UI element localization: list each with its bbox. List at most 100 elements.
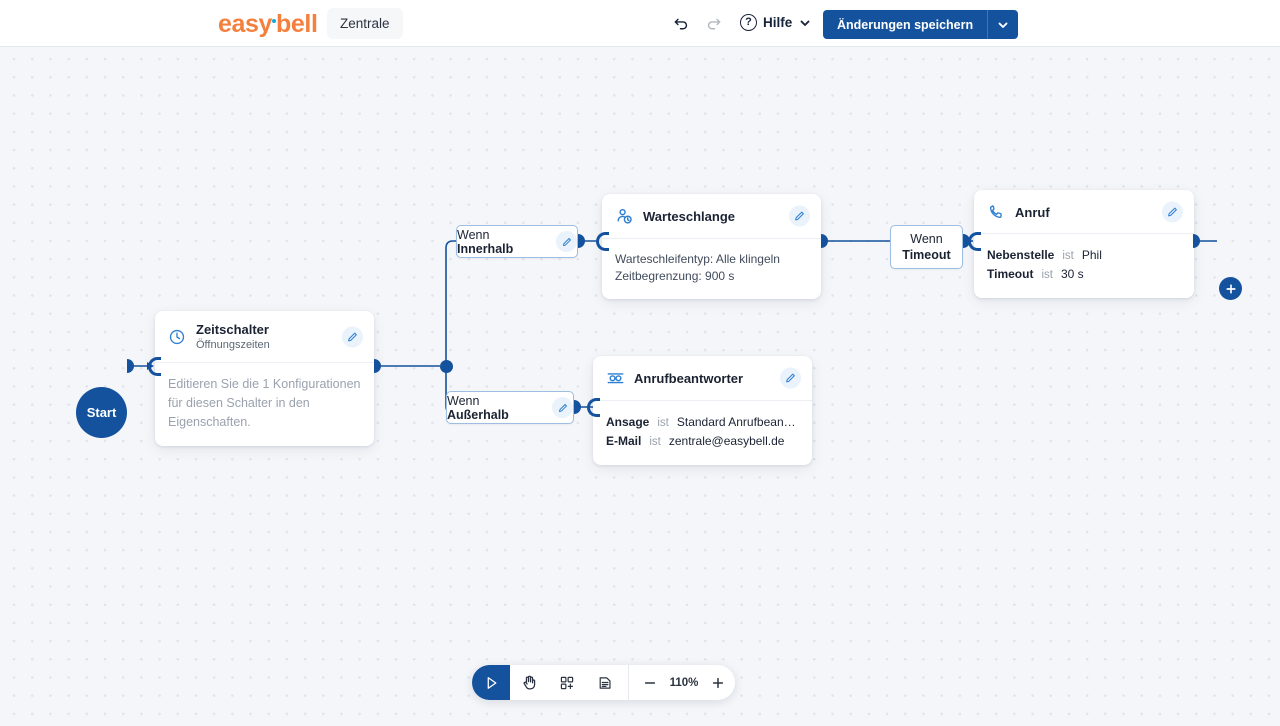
node-wenn-ausserhalb-output-handle[interactable] (574, 400, 581, 414)
node-wenn-innerhalb-output-handle[interactable] (578, 234, 585, 248)
node-anrufbeantworter-input-handle[interactable] (587, 398, 600, 417)
property-key: Timeout (987, 267, 1034, 281)
node-warteschlange-output-handle[interactable] (821, 234, 828, 248)
node-warteschlange[interactable]: Warteschlange Warteschleifentyp: Alle kl… (602, 194, 821, 299)
node-zeitschalter-body: Editieren Sie die 1 Konfigurationen für … (155, 363, 374, 446)
add-block-tool[interactable] (548, 665, 586, 700)
node-wenn-timeout-label: Timeout (902, 248, 951, 262)
node-zeitschalter-edit-button[interactable] (342, 326, 363, 347)
cursor-icon (487, 676, 497, 689)
property-key: E-Mail (606, 434, 642, 448)
zoom-out-button[interactable] (633, 665, 667, 700)
phone-icon (987, 203, 1006, 221)
property-row: Timeout ist 30 s (987, 265, 1181, 284)
save-options-dropdown-button[interactable] (987, 10, 1019, 39)
node-anruf-output-handle[interactable] (1193, 234, 1200, 248)
undo-icon[interactable] (669, 13, 691, 35)
context-chip-label: Zentrale (340, 16, 390, 31)
node-anrufbeantworter-edit-button[interactable] (780, 367, 801, 389)
node-anrufbeantworter-title: Anrufbeantworter (634, 371, 744, 386)
node-wenn-innerhalb-edit-button[interactable] (556, 231, 577, 252)
node-zeitschalter-description: Editieren Sie die 1 Konfigurationen für … (168, 377, 361, 429)
node-zeitschalter-output-handle[interactable] (374, 359, 381, 373)
select-pointer-tool[interactable] (472, 665, 510, 700)
node-anrufbeantworter[interactable]: Anrufbeantworter Ansage ist Standard Anr… (593, 356, 812, 465)
node-warteschlange-input-handle[interactable] (596, 232, 609, 251)
help-label: Hilfe (763, 15, 793, 30)
minus-icon (644, 681, 656, 684)
node-anruf-title: Anruf (1015, 204, 1050, 220)
node-anrufbeantworter-body: Ansage ist Standard Anrufbean… E-Mail is… (593, 401, 812, 465)
node-wenn-innerhalb[interactable]: Wenn Innerhalb (456, 225, 578, 258)
pencil-icon (795, 211, 804, 221)
voicemail-icon (606, 369, 625, 388)
node-anrufbeantworter-header: Anrufbeantworter (593, 356, 812, 401)
node-warteschlange-body: Warteschleifentyp: Alle klingeln Zeitbeg… (602, 239, 821, 299)
property-row: Ansage ist Standard Anrufbean… (606, 413, 799, 432)
property-operator: ist (657, 417, 669, 429)
node-warteschlange-line2: Zeitbegrenzung: 900 s (615, 269, 735, 283)
node-zeitschalter-title: Zeitschalter (196, 322, 269, 337)
add-node-button[interactable] (1219, 277, 1242, 300)
add-block-icon (560, 676, 574, 689)
start-node-output-handle[interactable] (127, 359, 134, 373)
start-node-label: Start (86, 405, 117, 420)
node-zeitschalter-header: Zeitschalter Öffnungszeiten (155, 311, 374, 363)
branch-junction-dot (440, 360, 453, 373)
redo-icon (703, 13, 725, 35)
node-wenn-timeout-output-handle[interactable] (963, 234, 970, 248)
zoom-controls: 110% (633, 665, 735, 700)
flow-canvas[interactable]: Start Zeitschalter Öffnungszeiten Editie… (0, 47, 1280, 726)
context-chip-zentrale[interactable]: Zentrale (327, 8, 403, 39)
plus-icon (712, 677, 724, 688)
toolbar-divider (628, 665, 629, 700)
document-icon (599, 676, 611, 689)
notes-tool[interactable] (586, 665, 624, 700)
node-zeitschalter-titles: Zeitschalter Öffnungszeiten (196, 322, 270, 352)
node-warteschlange-title: Warteschlange (643, 209, 735, 224)
pencil-icon (562, 237, 571, 246)
save-changes-group: Änderungen speichern (823, 10, 1019, 39)
property-value: zentrale@easybell.de (668, 434, 785, 448)
node-anruf[interactable]: Anruf Nebenstelle ist Phil Timeout ist 3… (974, 190, 1194, 298)
node-zeitschalter-subtitle: Öffnungszeiten (196, 339, 270, 351)
property-key: Ansage (606, 415, 650, 429)
property-row: Nebenstelle ist Phil (987, 246, 1181, 265)
node-anruf-body: Nebenstelle ist Phil Timeout ist 30 s (974, 234, 1194, 298)
node-wenn-ausserhalb-edit-button[interactable] (552, 397, 573, 418)
pencil-icon (1168, 207, 1177, 216)
canvas-bottom-toolbar: 110% (472, 665, 735, 700)
brand-text-y: y (258, 10, 273, 38)
node-anruf-edit-button[interactable] (1162, 201, 1183, 222)
node-warteschlange-header: Warteschlange (602, 194, 821, 239)
question-circle-icon: ? (740, 14, 757, 31)
pencil-icon (786, 373, 795, 383)
node-wenn-ausserhalb-label: Wenn Außerhalb (447, 393, 509, 422)
clock-icon (168, 328, 187, 346)
pan-hand-tool[interactable] (510, 665, 548, 700)
property-value: 30 s (1060, 267, 1084, 281)
save-changes-button[interactable]: Änderungen speichern (823, 10, 988, 39)
node-anruf-input-handle[interactable] (968, 232, 981, 251)
help-menu[interactable]: ? Hilfe (740, 14, 811, 31)
property-value: Phil (1081, 248, 1102, 262)
node-wenn-ausserhalb[interactable]: Wenn Außerhalb (446, 391, 574, 424)
start-node[interactable]: Start (76, 387, 127, 438)
node-warteschlange-edit-button[interactable] (789, 205, 810, 227)
property-value: Standard Anrufbean… (676, 415, 796, 429)
property-operator: ist (1041, 269, 1053, 281)
property-operator: ist (1062, 250, 1074, 262)
chevron-down-icon (998, 22, 1008, 28)
node-zeitschalter-input-handle[interactable] (148, 357, 161, 376)
edge-branch-to-innerhalb (445, 240, 456, 366)
property-row: E-Mail ist zentrale@easybell.de (606, 432, 799, 451)
zoom-in-button[interactable] (701, 665, 735, 700)
node-wenn-timeout[interactable]: Wenn Timeout (890, 225, 963, 269)
queue-user-clock-icon (615, 207, 634, 226)
property-key: Nebenstelle (987, 248, 1055, 262)
node-zeitschalter[interactable]: Zeitschalter Öffnungszeiten Editieren Si… (155, 311, 374, 446)
chevron-down-icon (799, 17, 811, 29)
node-wenn-innerhalb-label: Wenn Innerhalb (457, 227, 514, 256)
